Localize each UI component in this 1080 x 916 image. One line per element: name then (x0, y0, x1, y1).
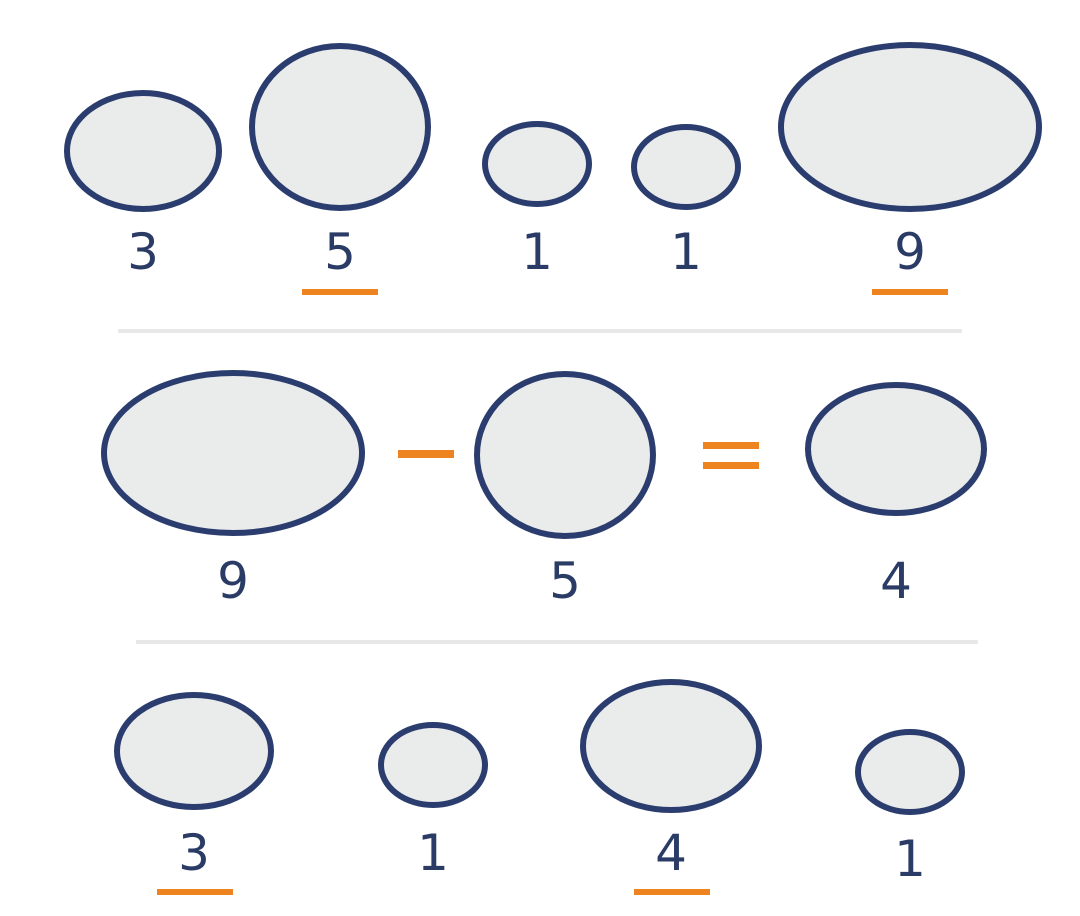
equation-number-subtrahend: 5 (549, 552, 581, 610)
bottom-row-underline-1 (157, 889, 233, 895)
bottom-row-number-2: 1 (417, 824, 449, 882)
minus-sign (398, 450, 454, 458)
equation-ellipse-subtrahend (474, 371, 656, 539)
top-row-number-1: 3 (127, 223, 159, 281)
bottom-row-ellipse-4 (855, 729, 965, 815)
bottom-row-ellipse-1 (114, 692, 274, 810)
top-row-underline-5 (872, 289, 948, 295)
top-row-underline-2 (302, 289, 378, 295)
equation-number-minuend: 9 (217, 552, 249, 610)
bottom-row-number-4: 1 (894, 830, 926, 888)
bottom-row-ellipse-2 (378, 722, 488, 808)
bottom-row-number-3: 4 (655, 824, 687, 882)
top-row-ellipse-2 (249, 43, 431, 211)
top-row-number-3: 1 (521, 223, 553, 281)
bottom-row-number-1: 3 (178, 824, 210, 882)
top-row-number-5: 9 (894, 223, 926, 281)
equation-number-result: 4 (880, 552, 912, 610)
bottom-row-ellipse-3 (580, 679, 762, 813)
equals-sign-bottom (703, 462, 759, 469)
top-row-number-4: 1 (670, 223, 702, 281)
equation-ellipse-result (805, 382, 987, 516)
equals-sign-top (703, 442, 759, 449)
equation-ellipse-minuend (101, 370, 365, 536)
top-row-ellipse-1 (64, 90, 222, 212)
top-row-number-2: 5 (324, 223, 356, 281)
top-row-ellipse-5 (778, 42, 1042, 212)
top-row-ellipse-3 (482, 121, 592, 207)
top-row-ellipse-4 (631, 124, 741, 210)
bottom-row-underline-3 (634, 889, 710, 895)
